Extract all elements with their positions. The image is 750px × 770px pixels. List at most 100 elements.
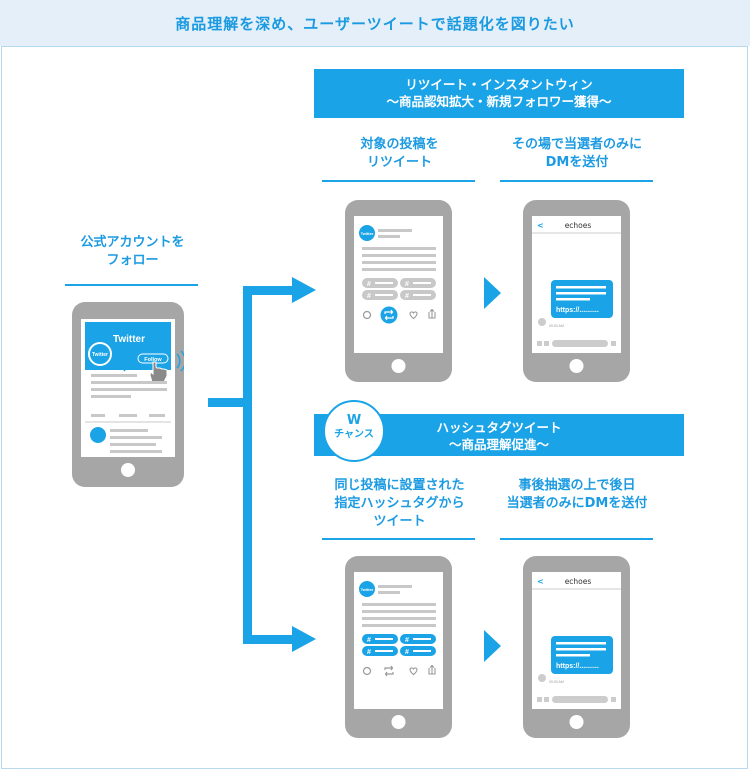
tap-wave-left-outer	[120, 350, 126, 372]
badge-chance: チャンス	[334, 429, 374, 440]
campaign1-banner-line2: 〜商品認知拡大・新規フォロワー獲得〜	[386, 94, 612, 109]
retweet-highlight[interactable]	[380, 306, 398, 324]
dm-line	[556, 654, 590, 657]
dm-link[interactable]: https://..........	[556, 307, 599, 314]
bio-line	[91, 374, 137, 377]
step-arrow-icon	[484, 277, 501, 309]
campaign1-step2-line2: DMを送付	[545, 155, 609, 170]
campaign2-step2-rule	[500, 538, 653, 540]
home-button-icon	[569, 359, 584, 373]
dm-toolbar-icon	[544, 341, 549, 346]
stat-line	[91, 414, 105, 417]
tweet-avatar	[359, 225, 375, 241]
connector-bottom-branch	[243, 635, 293, 644]
dm-line	[556, 298, 590, 301]
hashtag-text-line	[375, 282, 393, 284]
profile-avatar-label: Twitter	[92, 352, 108, 358]
hashtag-text-line	[413, 650, 431, 652]
tweet-line	[110, 443, 156, 446]
dm-link[interactable]: https://..........	[556, 663, 599, 670]
campaign1-step2-rule	[500, 180, 653, 182]
back-icon[interactable]: <	[537, 577, 544, 586]
twitter-header-label: Twitter	[113, 334, 145, 345]
retweet-icon	[384, 665, 394, 677]
campaign2-step1-line3: ツイート	[373, 514, 426, 529]
hashtag-glyph: #	[405, 637, 409, 644]
campaign2-step1-line1: 同じ投稿に設置された	[334, 478, 465, 493]
hashtag-text-line	[375, 638, 393, 640]
dm-title: echoes	[565, 221, 592, 230]
dm-input[interactable]	[552, 696, 608, 703]
step-arrow-icon	[484, 630, 501, 662]
dm-time: 00:00 AM	[549, 680, 564, 684]
campaign2-step2-line2: 当選者のみにDMを送付	[506, 496, 648, 511]
dm-phone-lottery: < echoes https://.......... 00:00 AM	[523, 556, 630, 738]
campaign2-banner-line1: ハッシュタグツイート	[436, 420, 562, 435]
hashtag-glyph: #	[367, 281, 371, 288]
dm-send-icon	[611, 341, 616, 346]
bio-line	[91, 381, 167, 384]
tweet-line	[362, 268, 436, 271]
hashtag-text-line	[375, 294, 393, 296]
tap-wave-left	[125, 353, 130, 369]
campaign2-step1-rule	[322, 538, 475, 540]
tweet-avatar	[90, 427, 106, 443]
hashtag-glyph: #	[405, 281, 409, 288]
tweet-avatar-label: Twitter	[361, 231, 374, 236]
like-icon	[409, 667, 418, 676]
tweet-line	[110, 429, 148, 432]
connector-top-branch	[243, 286, 293, 295]
tweet-line	[378, 229, 412, 232]
tap-wave-right	[176, 353, 181, 369]
tweet-line	[362, 261, 436, 264]
dm-line	[556, 292, 606, 295]
share-icon	[428, 664, 436, 675]
stat-line	[119, 414, 137, 417]
arrow-bottom-icon	[292, 626, 316, 652]
dm-line	[556, 286, 606, 289]
dm-toolbar-icon	[537, 341, 542, 346]
reply-icon	[362, 310, 372, 320]
follow-step-line1: 公式アカウントを	[80, 235, 185, 250]
hashtag-glyph: #	[367, 649, 371, 656]
dm-avatar	[538, 318, 546, 326]
tweet-line	[362, 624, 436, 627]
campaign1-banner-line1: リツイート・インスタントウィン	[405, 77, 593, 92]
hashtag-phone: Twitter # # # #	[345, 556, 452, 738]
dm-input[interactable]	[552, 340, 608, 347]
share-icon	[428, 308, 436, 319]
campaign1-step1-line1: 対象の投稿を	[360, 137, 439, 152]
retweet-phone: Twitter # # # #	[345, 200, 452, 382]
hashtag-text-line	[375, 650, 393, 652]
profile-avatar	[88, 342, 112, 366]
page-title: 商品理解を深め、ユーザーツイートで話題化を図りたい	[175, 14, 575, 33]
tap-wave-right-outer	[180, 350, 184, 372]
follow-phone: Twitter Twitter Follow	[72, 302, 184, 487]
connector-horizontal	[208, 398, 248, 407]
dm-line	[556, 642, 606, 645]
tweet-line	[110, 450, 162, 453]
follow-step-label: 公式アカウントを フォロー	[55, 234, 210, 270]
retweet-icon	[384, 309, 394, 321]
campaign1-step1-line2: リツイート	[366, 155, 432, 170]
follow-step-rule	[65, 284, 198, 286]
bio-line	[91, 395, 131, 398]
hashtag-glyph: #	[367, 293, 371, 300]
dm-toolbar-icon	[537, 697, 542, 702]
hashtag-glyph: #	[405, 293, 409, 300]
back-icon[interactable]: <	[537, 221, 544, 230]
follow-step-line2: フォロー	[106, 253, 159, 268]
dm-toolbar-icon	[544, 697, 549, 702]
tweet-line	[378, 235, 400, 238]
arrow-top-icon	[292, 277, 316, 303]
hashtag-glyph: #	[405, 649, 409, 656]
dm-phone-instant: < echoes https://.......... 00:00 AM	[523, 200, 630, 382]
tweet-line	[362, 603, 436, 606]
home-button-icon	[391, 359, 406, 373]
campaign2-step1-line2: 指定ハッシュタグから	[334, 496, 465, 511]
campaign1-step1-rule	[322, 180, 475, 182]
w-chance-badge: W チャンス	[323, 400, 385, 462]
tweet-line	[378, 585, 412, 588]
reply-icon	[362, 666, 372, 676]
